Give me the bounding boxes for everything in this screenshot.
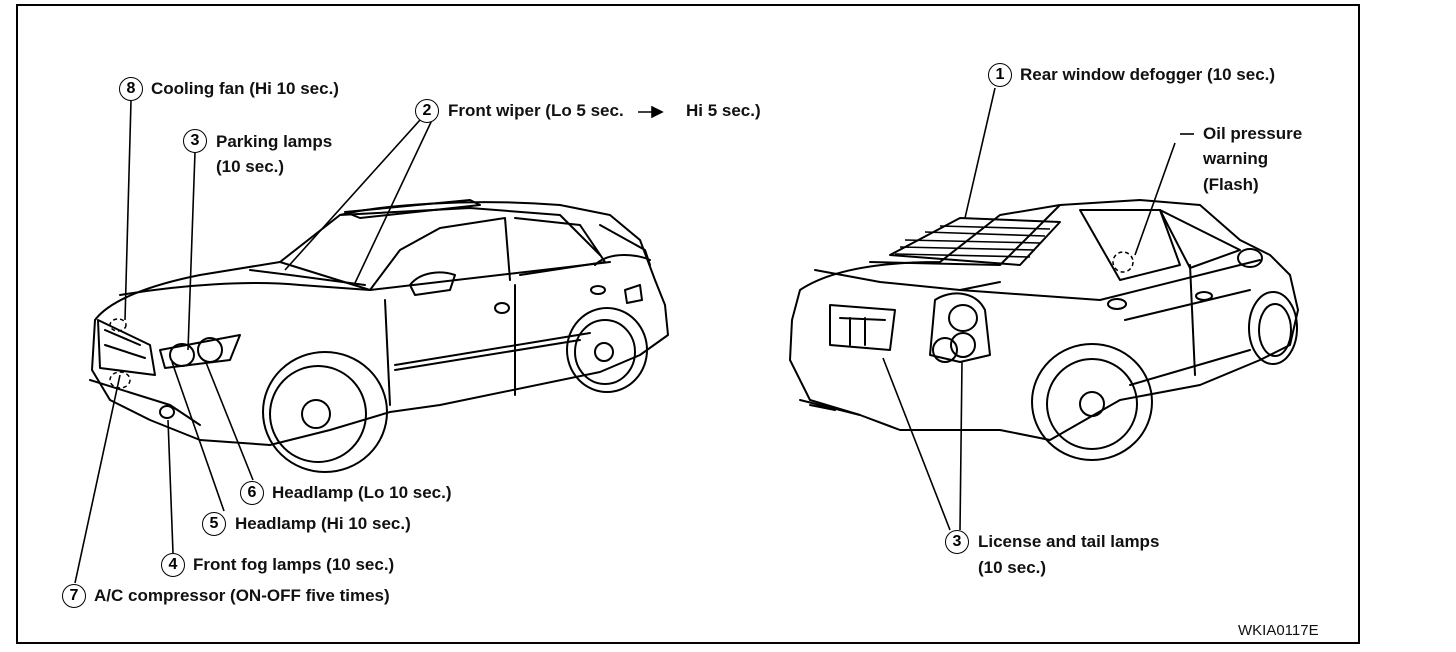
label-parking-lamps: Parking lamps	[216, 132, 333, 151]
callout-number-license-tail-lamps: 3	[945, 530, 969, 554]
label-parking-lamps-duration: (10 sec.)	[216, 157, 285, 176]
label-cooling-fan: Cooling fan (Hi 10 sec.)	[151, 79, 339, 98]
callout-number-cooling-fan: 8	[119, 77, 143, 101]
label-front-wiper-hi: Hi 5 sec.)	[686, 101, 761, 120]
hidden-component-markers	[109, 251, 1134, 389]
label-front-wiper: Front wiper (Lo 5 sec.	[448, 101, 624, 120]
label-rear-defogger: Rear window defogger (10 sec.)	[1020, 65, 1276, 84]
front-car-illustration	[89, 199, 669, 473]
defogger-lines	[894, 225, 1051, 258]
callout-number-headlamp-lo: 6	[240, 481, 264, 505]
oil-pressure-dash	[1180, 133, 1194, 135]
figure-frame	[16, 4, 1360, 644]
rear-car-illustration	[789, 199, 1299, 461]
callout-number-rear-defogger: 1	[988, 63, 1012, 87]
label-oil-pressure: Oil pressure	[1203, 124, 1303, 143]
label-license-tail-lamps: License and tail lamps	[978, 532, 1160, 551]
label-oil-pressure-flash: (Flash)	[1203, 175, 1259, 194]
label-license-tail-lamps-duration: (10 sec.)	[978, 558, 1047, 577]
leader-lines	[74, 87, 1176, 584]
callout-number-ac-compressor: 7	[62, 584, 86, 608]
figure-code: WKIA0117E	[1238, 622, 1319, 639]
callout-number-headlamp-hi: 5	[202, 512, 226, 536]
callout-number-front-wiper: 2	[415, 99, 439, 123]
label-ac-compressor: A/C compressor (ON-OFF five times)	[94, 586, 390, 605]
label-headlamp-lo: Headlamp (Lo 10 sec.)	[272, 483, 452, 502]
label-oil-pressure-warning: warning	[1203, 149, 1269, 168]
callout-number-parking-lamps: 3	[183, 129, 207, 153]
callout-number-front-fog-lamps: 4	[161, 553, 185, 577]
label-front-fog-lamps: Front fog lamps (10 sec.)	[193, 555, 395, 574]
label-headlamp-hi: Headlamp (Hi 10 sec.)	[235, 514, 411, 533]
